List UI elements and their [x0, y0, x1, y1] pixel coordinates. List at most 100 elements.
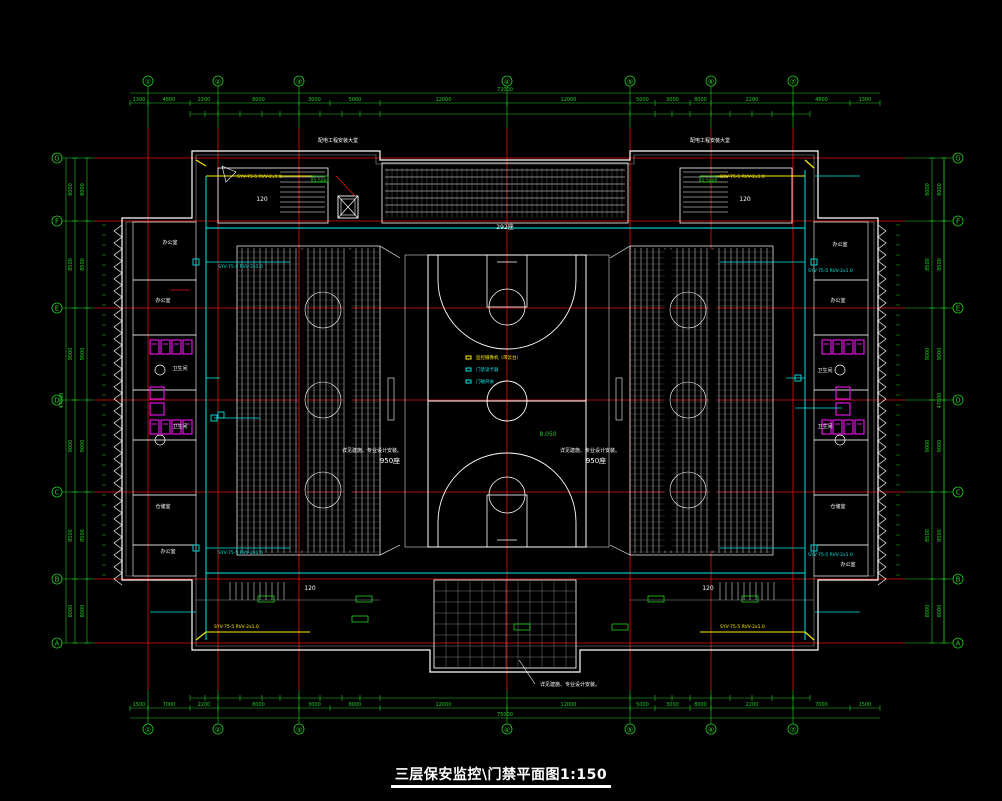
- side-room: [132, 544, 197, 577]
- cable-spec: SYV-75-5 RVV-2x1.0: [237, 174, 282, 180]
- access-reader-marker: [210, 414, 218, 422]
- axis-label: ③: [296, 726, 302, 734]
- dim-text-total: 75000: [497, 712, 513, 718]
- axis-label: B: [55, 576, 60, 584]
- room-label-washroom: 卫生间: [172, 365, 187, 372]
- room-label-office: 办公室: [832, 241, 847, 248]
- elevation-text: 5.500: [314, 178, 327, 184]
- elevation-marker: [699, 175, 717, 183]
- elevator-cross: [337, 195, 359, 219]
- elevation-marker: [257, 595, 275, 603]
- axis-label: F: [956, 218, 960, 226]
- axis-label: ④: [504, 726, 510, 734]
- dim-text: 5000: [636, 97, 649, 103]
- outer-wall: [121, 150, 879, 673]
- axis-label: D: [54, 397, 59, 405]
- washroom-sign: [834, 364, 846, 376]
- aisle-right: [664, 249, 672, 551]
- legend-reader-icon: [465, 367, 472, 372]
- room-label-washroom: 卫生间: [817, 423, 832, 430]
- dim-text: 8000: [80, 183, 86, 196]
- axis-label: A: [956, 640, 961, 648]
- toilet-fixture: [843, 339, 854, 355]
- side-room: [813, 279, 869, 336]
- dim-text: 7000: [815, 702, 828, 708]
- axis-label: ⑥: [708, 78, 714, 86]
- side-room: [132, 439, 197, 496]
- bleacher-edge: [379, 245, 401, 259]
- dim-text: 8000: [694, 97, 707, 103]
- camera-field: [221, 165, 237, 183]
- side-room: [132, 221, 197, 281]
- dim-text: 8500: [925, 529, 931, 542]
- security-cable-runs: [150, 159, 860, 685]
- elevation-marker: [611, 623, 629, 631]
- side-room: [813, 544, 869, 577]
- dim-text: 8500: [68, 258, 74, 271]
- toilet-fixture: [854, 339, 865, 355]
- court-center-circle: [486, 380, 528, 422]
- note-bottom: 详见建施、专业设计安装。: [540, 681, 600, 688]
- urinal-fixture: [835, 386, 851, 400]
- note-right: 详见建施、专业设计安装。: [560, 447, 620, 454]
- dim-text: 4800: [163, 97, 176, 103]
- elevation-marker: [355, 595, 373, 603]
- toilet-fixture: [821, 419, 832, 435]
- court-elevation: 8.050: [539, 431, 556, 438]
- dim-text: 9000: [68, 348, 74, 361]
- room-label-washroom: 卫生间: [172, 423, 187, 430]
- aisle-right: [709, 249, 717, 551]
- elevation-text: 5.500: [702, 178, 715, 184]
- toilet-fixture: [821, 339, 832, 355]
- dim-text: 8000: [80, 605, 86, 618]
- room-label-office: 办公室: [162, 239, 177, 246]
- dim-text: 12000: [561, 97, 577, 103]
- axis-label: G: [955, 155, 960, 163]
- aisle-left: [344, 249, 352, 551]
- stair-room-top-right: [679, 167, 793, 224]
- camera-symbol: [195, 159, 815, 641]
- bleacher-edge: [379, 544, 401, 556]
- bleacher-arc: [669, 471, 707, 509]
- note-top-left: 配电工程安装大堂: [318, 137, 358, 144]
- dim-text: 9000: [937, 440, 943, 453]
- seat-count-top: 292座: [496, 223, 513, 231]
- dim-text: 8000: [252, 97, 265, 103]
- toilet-fixture: [854, 419, 865, 435]
- bleacher-arc: [669, 381, 707, 419]
- dim-text: 1500: [133, 702, 146, 708]
- toilet-fixture: [171, 339, 182, 355]
- dim-text: 3000: [666, 702, 679, 708]
- dim-text: 8000: [252, 702, 265, 708]
- dim-text: 9000: [937, 348, 943, 361]
- court-three-point-bottom: [437, 452, 577, 547]
- railing-right: [615, 377, 623, 421]
- elevator-shaft: [337, 195, 359, 219]
- dim-text: 8000: [694, 702, 707, 708]
- bleacher-arc: [304, 381, 342, 419]
- access-reader-marker: [192, 258, 200, 266]
- dim-text-total: 72000: [497, 87, 513, 93]
- axis-label: B: [956, 576, 961, 584]
- court-three-point-top: [437, 255, 577, 350]
- dim-text: 9000: [80, 348, 86, 361]
- legend-door-contact-icon: [465, 379, 472, 384]
- dim-text: 9000: [925, 440, 931, 453]
- note-left: 详见建施、专业设计安装。: [342, 447, 402, 454]
- toilet-fixture: [171, 419, 182, 435]
- elevation-marker: [647, 595, 665, 603]
- access-reader-marker: [217, 411, 225, 419]
- dim-text: 8500: [80, 258, 86, 271]
- cable-spec: SYV-75-5 RVV-2x1.0: [808, 552, 853, 558]
- room-label-office: 办公室: [830, 297, 845, 304]
- toilet-fixture: [160, 339, 171, 355]
- axis-label: ⑤: [627, 78, 633, 86]
- axis-label: E: [55, 305, 59, 313]
- elevation-marker: [311, 175, 329, 183]
- toilet-fixture: [149, 339, 160, 355]
- dim-text: 1500: [859, 702, 872, 708]
- dim-text: 8000: [68, 183, 74, 196]
- aisle-left: [299, 249, 307, 551]
- axis-label: ①: [145, 726, 151, 734]
